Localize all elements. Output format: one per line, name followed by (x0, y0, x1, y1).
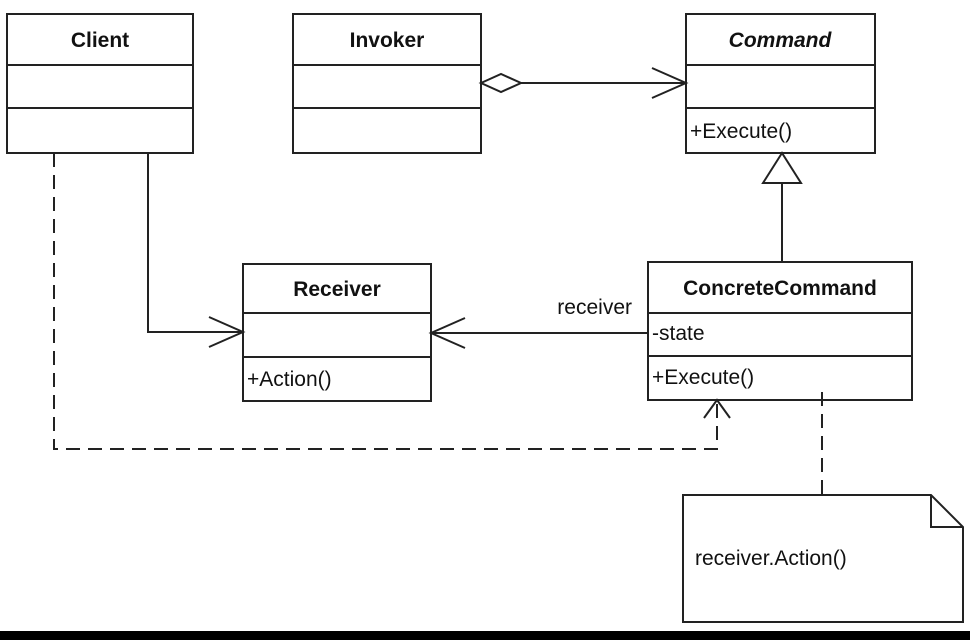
client-concrete-command-dependency (53, 153, 731, 450)
bottom-border (0, 631, 970, 640)
invoker-command-aggregation (478, 67, 689, 99)
receiver-operation-action: +Action() (247, 368, 332, 391)
class-client-name: Client (71, 29, 129, 52)
open-arrowhead-icon (208, 316, 246, 348)
note-folded-corner-icon (930, 495, 963, 528)
command-operation-execute: +Execute() (690, 120, 792, 143)
class-concrete-command[interactable]: ConcreteCommand -state +Execute() (647, 261, 913, 401)
client-receiver-association (147, 153, 246, 348)
concrete-command-attribute-state: -state (652, 322, 705, 345)
open-arrowhead-icon (703, 398, 731, 419)
class-receiver[interactable]: Receiver +Action() (242, 263, 432, 402)
class-concrete-command-name: ConcreteCommand (683, 277, 877, 300)
concrete-command-generalization (761, 151, 803, 262)
concrete-command-receiver-association (428, 317, 648, 349)
aggregation-diamond-icon (478, 72, 524, 94)
open-arrowhead-icon (428, 317, 466, 349)
class-invoker[interactable]: Invoker (292, 13, 482, 154)
class-receiver-name: Receiver (293, 278, 381, 301)
note-receiver-action[interactable]: receiver.Action() (682, 494, 964, 623)
note-text: receiver.Action() (695, 547, 847, 570)
concrete-command-operation-execute: +Execute() (652, 366, 754, 389)
class-client[interactable]: Client (6, 13, 194, 154)
class-command[interactable]: Command +Execute() (685, 13, 876, 154)
class-invoker-name: Invoker (350, 29, 425, 52)
class-command-name: Command (729, 29, 833, 52)
association-role-label: receiver (557, 296, 632, 319)
open-arrowhead-icon (651, 67, 689, 99)
hollow-triangle-icon (761, 151, 803, 184)
